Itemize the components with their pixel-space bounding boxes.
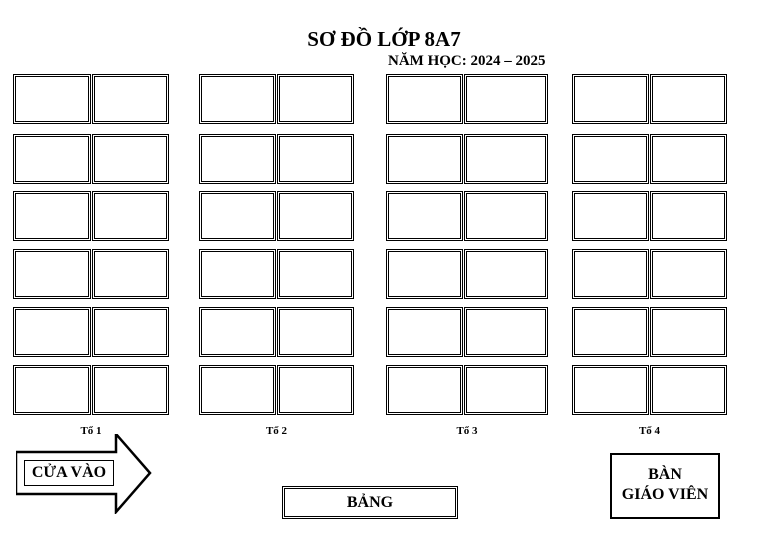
seat <box>386 249 463 299</box>
entrance-label: CỬA VÀO <box>24 460 114 486</box>
teacher-desk-line1: BÀN <box>648 466 682 483</box>
seat <box>386 74 463 124</box>
seat <box>199 249 276 299</box>
seat <box>92 74 169 124</box>
seat <box>92 249 169 299</box>
blackboard: BẢNG <box>282 486 458 519</box>
seat <box>464 249 548 299</box>
seat <box>277 134 354 184</box>
page-title: SƠ ĐỒ LỚP 8A7 <box>307 27 461 51</box>
seat <box>92 365 169 415</box>
seat <box>572 307 649 357</box>
seat <box>277 307 354 357</box>
school-year: NĂM HỌC: 2024 – 2025 <box>388 53 546 69</box>
seat <box>386 307 463 357</box>
seat <box>464 365 548 415</box>
seat <box>572 191 649 241</box>
seat <box>92 191 169 241</box>
seat <box>199 191 276 241</box>
seat <box>386 365 463 415</box>
seat <box>572 249 649 299</box>
seat <box>650 74 727 124</box>
seat <box>464 134 548 184</box>
seat <box>650 249 727 299</box>
team-label: Tổ 3 <box>456 425 478 437</box>
seat <box>572 134 649 184</box>
seat <box>464 191 548 241</box>
seat <box>199 307 276 357</box>
seat <box>199 74 276 124</box>
teacher-desk-line2: GIÁO VIÊN <box>621 486 709 503</box>
seat <box>199 134 276 184</box>
entrance-door: CỬA VÀO <box>16 434 156 514</box>
seat <box>277 249 354 299</box>
seat <box>572 365 649 415</box>
teacher-desk: BÀN GIÁO VIÊN <box>610 453 720 519</box>
seat <box>13 365 91 415</box>
seat <box>13 191 91 241</box>
seat <box>277 365 354 415</box>
seat <box>650 134 727 184</box>
seat <box>277 191 354 241</box>
team-label: Tổ 1 <box>80 425 102 437</box>
seat <box>650 307 727 357</box>
seat <box>386 134 463 184</box>
seat <box>13 74 91 124</box>
seat <box>199 365 276 415</box>
seat <box>92 134 169 184</box>
seat <box>650 191 727 241</box>
seat <box>386 191 463 241</box>
seat <box>13 134 91 184</box>
seat <box>13 249 91 299</box>
seat <box>277 74 354 124</box>
team-label: Tổ 4 <box>638 425 661 437</box>
seat <box>572 74 649 124</box>
seat <box>464 74 548 124</box>
team-label: Tổ 2 <box>265 425 288 437</box>
seat <box>650 365 727 415</box>
seat <box>13 307 91 357</box>
seat <box>464 307 548 357</box>
seat <box>92 307 169 357</box>
